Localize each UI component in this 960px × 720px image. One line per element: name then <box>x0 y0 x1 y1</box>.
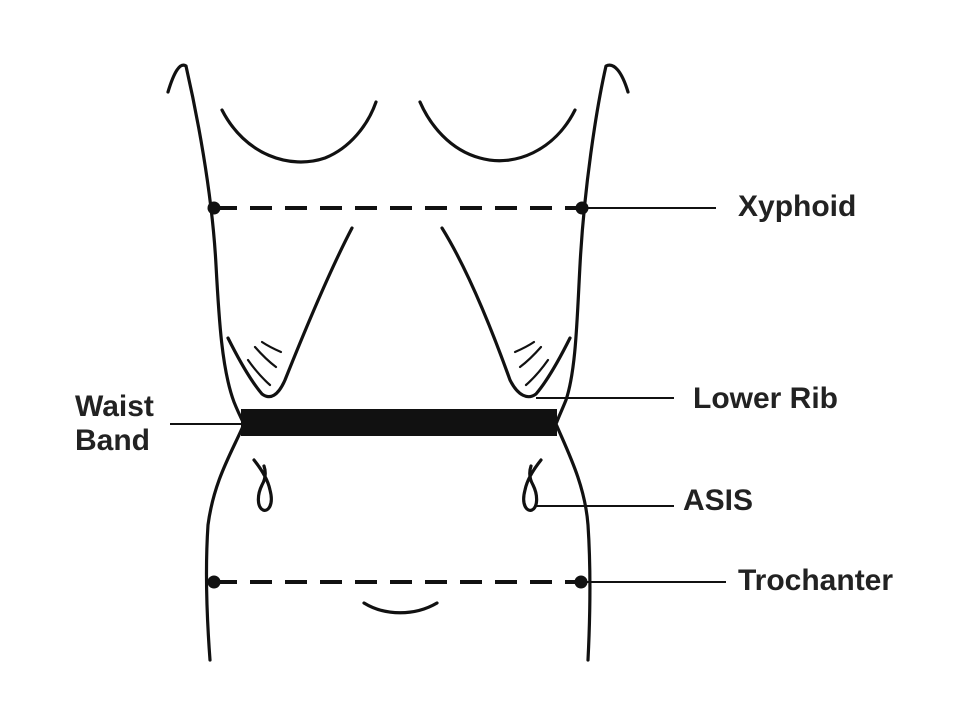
rib-detail-left-3 <box>260 340 283 354</box>
rib-detail-right-2 <box>518 345 543 369</box>
ribcage-left-line <box>226 226 354 399</box>
chest-left-curve <box>220 100 378 164</box>
trochanter-label: Trochanter <box>738 564 893 597</box>
rib-detail-left-2 <box>253 345 278 369</box>
rib-detail-right-3 <box>513 340 536 354</box>
rib-detail-left-1 <box>246 358 272 387</box>
waist-band-label-line1: Waist <box>75 390 154 423</box>
chest-right-curve <box>418 100 577 163</box>
xyphoid-left-dot <box>207 201 221 215</box>
lower-abdomen-curve <box>362 601 439 615</box>
ribcage-right-line <box>440 226 572 399</box>
xyphoid-label: Xyphoid <box>738 190 856 223</box>
waist-band-label-line2: Band <box>75 424 150 457</box>
torso-left-outline <box>166 63 246 662</box>
waist-band <box>241 409 557 436</box>
trochanter-left-dot <box>207 575 221 589</box>
asis-right-mark <box>522 458 543 512</box>
lower-rib-label: Lower Rib <box>693 382 838 415</box>
torso-right-outline <box>554 63 630 662</box>
rib-detail-right-1 <box>524 358 550 387</box>
asis-left-mark <box>252 458 273 512</box>
asis-label: ASIS <box>683 484 753 517</box>
